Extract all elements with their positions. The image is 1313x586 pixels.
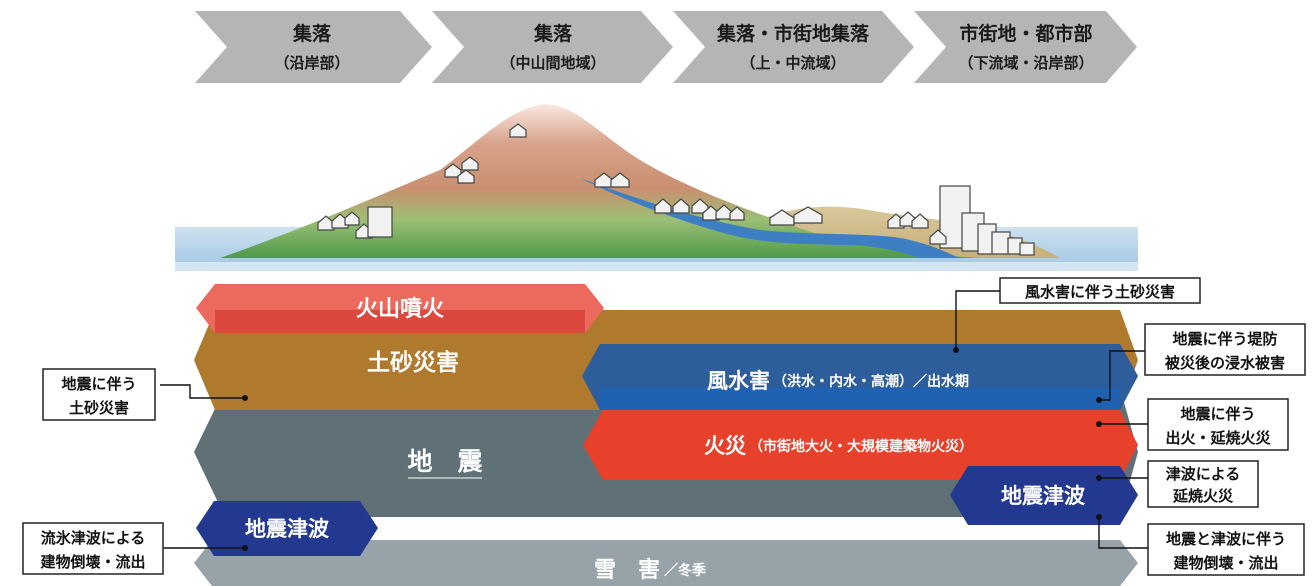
tsunami-band-right: 地震津波 <box>950 466 1138 525</box>
callout-line-2: 土砂災害 <box>69 399 129 417</box>
tsunami-left-label: 地震津波 <box>245 517 330 541</box>
callout-line-1: 流氷津波による <box>41 529 146 547</box>
earthquake-label: 地 震 <box>407 447 483 476</box>
snow-band: 雪 害 ／冬季 <box>194 540 1138 586</box>
fire-band: 火災 （市街地大火・大規模建築物火災） <box>583 410 1138 480</box>
callout-text: 風水害に伴う土砂災害 <box>1025 283 1175 301</box>
hazard-bands: 雪 害 ／冬季 地 震 土砂災害 火山噴火 風水害 （洪水・内水・高潮）／出水期 <box>194 284 1138 586</box>
chevron-coastal: 集落 （沿岸部） <box>195 11 432 83</box>
callout-line-1: 地震と津波に伴う <box>1166 530 1286 548</box>
chevron-subtitle: （中山間地域） <box>500 54 605 72</box>
snow-label: 雪 害 <box>594 557 660 583</box>
callout-line-2: 被災後の浸水被害 <box>1165 354 1285 372</box>
storm-note: （洪水・内水・高潮）／出水期 <box>773 373 969 390</box>
callouts: 風水害に伴う土砂災害 地震に伴う 土砂災害 地震に伴う堤防 被災後の浸水被害 地… <box>22 277 1306 576</box>
callout-line-1: 地震に伴う <box>61 375 136 393</box>
callout-tsunami-fire: 津波による 延焼火災 <box>1096 460 1259 508</box>
river <box>580 178 960 258</box>
chevron-subtitle: （下流域・沿岸部） <box>958 54 1093 72</box>
chevron-subtitle: （沿岸部） <box>274 54 349 72</box>
fire-note: （市街地大火・大規模建築物火災） <box>749 438 973 455</box>
callout-line-2: 延焼火災 <box>1172 487 1234 505</box>
fire-label: 火災 <box>704 434 747 458</box>
chevron-title: 集落 <box>292 22 332 45</box>
callout-line-2: 建物倒壊・流出 <box>1173 554 1278 572</box>
callout-ice-tsunami: 流氷津波による 建物倒壊・流出 <box>22 522 248 575</box>
callout-quake-sediment: 地震に伴う 土砂災害 <box>42 368 248 421</box>
chevron-subtitle: （上・中流域） <box>740 54 845 72</box>
storm-band: 風水害 （洪水・内水・高潮）／出水期 <box>582 344 1138 410</box>
callout-levee: 地震に伴う堤防 被災後の浸水被害 <box>1096 323 1306 403</box>
callout-storm-sediment: 風水害に伴う土砂災害 <box>953 277 1201 353</box>
callout-line-2: 建物倒壊・流出 <box>40 553 145 571</box>
callout-line-1: 地震に伴う堤防 <box>1172 330 1277 348</box>
tsunami-right-label: 地震津波 <box>1001 484 1086 508</box>
snow-note: ／冬季 <box>664 562 706 579</box>
houses <box>317 123 1035 256</box>
callout-line-1: 地震に伴う <box>1180 405 1255 423</box>
landscape-illustration <box>175 104 1138 271</box>
settlement-chevrons: 集落 （沿岸部） 集落 （中山間地域） 集落・市街地集落 （上・中流域） 市街地… <box>195 11 1137 83</box>
tsunami-band-left: 地震津波 <box>196 501 378 556</box>
sediment-label: 土砂災害 <box>367 349 459 376</box>
chevron-mountain: 集落 （中山間地域） <box>432 11 673 83</box>
volcano-band: 火山噴火 <box>196 284 604 333</box>
storm-label: 風水害 <box>707 369 770 393</box>
chevron-title: 集落・市街地集落 <box>716 22 870 45</box>
chevron-title: 市街地・都市部 <box>959 22 1092 45</box>
chevron-midstream: 集落・市街地集落 （上・中流域） <box>673 11 914 83</box>
callout-line-1: 津波による <box>1166 465 1241 483</box>
chevron-title: 集落 <box>533 22 573 45</box>
chevron-urban: 市街地・都市部 （下流域・沿岸部） <box>914 11 1137 83</box>
callout-quake-tsunami-collapse: 地震と津波に伴う 建物倒壊・流出 <box>1096 514 1305 576</box>
callout-quake-fire: 地震に伴う 出火・延焼火災 <box>1096 398 1289 451</box>
callout-line-2: 出火・延焼火災 <box>1165 429 1271 447</box>
volcano-label: 火山噴火 <box>356 296 444 322</box>
